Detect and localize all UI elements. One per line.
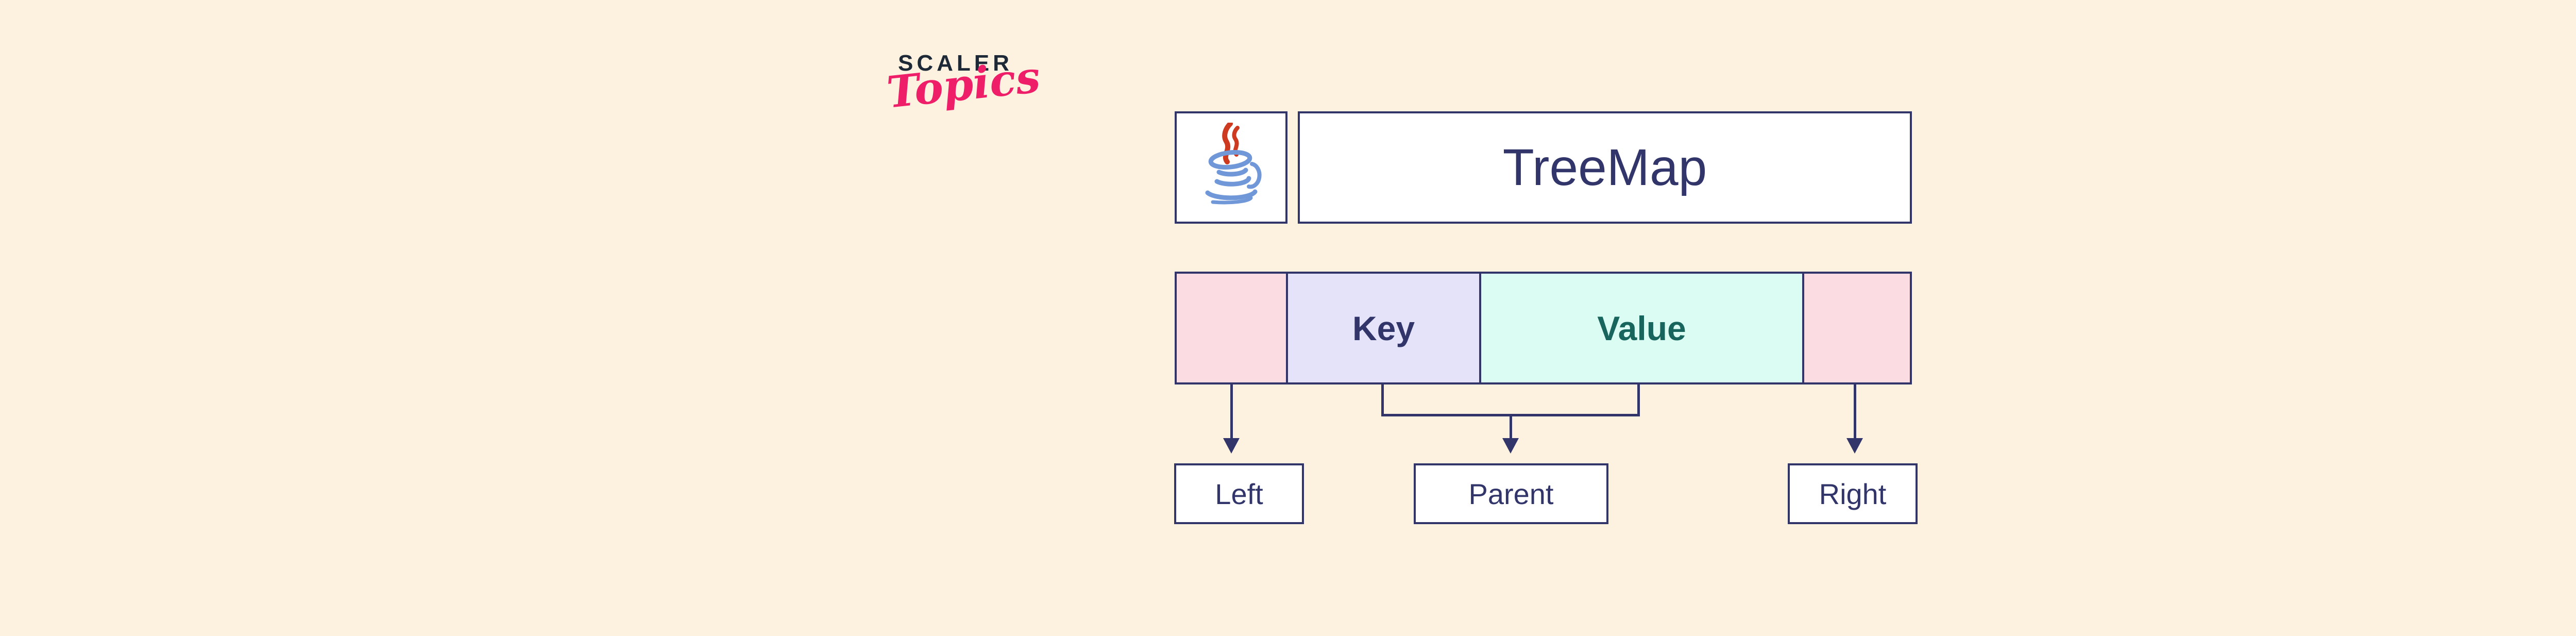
treemap-title-box: TreeMap <box>1298 111 1912 224</box>
value-label: Value <box>1597 309 1686 347</box>
arrow-down-icon-left <box>1223 438 1240 454</box>
connector-right-stem <box>1854 384 1856 439</box>
scaler-product-text: Topics <box>884 51 1043 118</box>
java-logo-icon <box>1195 121 1267 213</box>
parent-node-box: Parent <box>1414 463 1608 524</box>
connector-bracket-bar <box>1381 414 1640 416</box>
key-label: Key <box>1352 309 1415 347</box>
right-pointer-cell <box>1802 274 1910 382</box>
left-node-label: Left <box>1215 477 1263 510</box>
java-icon-box <box>1175 111 1287 224</box>
right-node-label: Right <box>1819 477 1887 510</box>
connector-left-stem <box>1230 384 1233 439</box>
scaler-brand-text: SCALER <box>898 51 1013 76</box>
treemap-title: TreeMap <box>1502 138 1707 196</box>
connector-value-stem <box>1637 384 1640 416</box>
connector-key-stem <box>1381 384 1384 416</box>
right-node-box: Right <box>1788 463 1918 524</box>
connector-parent-stem <box>1510 415 1512 439</box>
arrow-down-icon-parent <box>1502 438 1519 454</box>
key-cell: Key <box>1286 274 1479 382</box>
arrow-down-icon-right <box>1846 438 1863 454</box>
parent-node-label: Parent <box>1468 477 1554 510</box>
left-node-box: Left <box>1174 463 1304 524</box>
value-cell: Value <box>1479 274 1802 382</box>
left-pointer-cell <box>1177 274 1286 382</box>
treemap-node-bar: Key Value <box>1175 272 1912 384</box>
